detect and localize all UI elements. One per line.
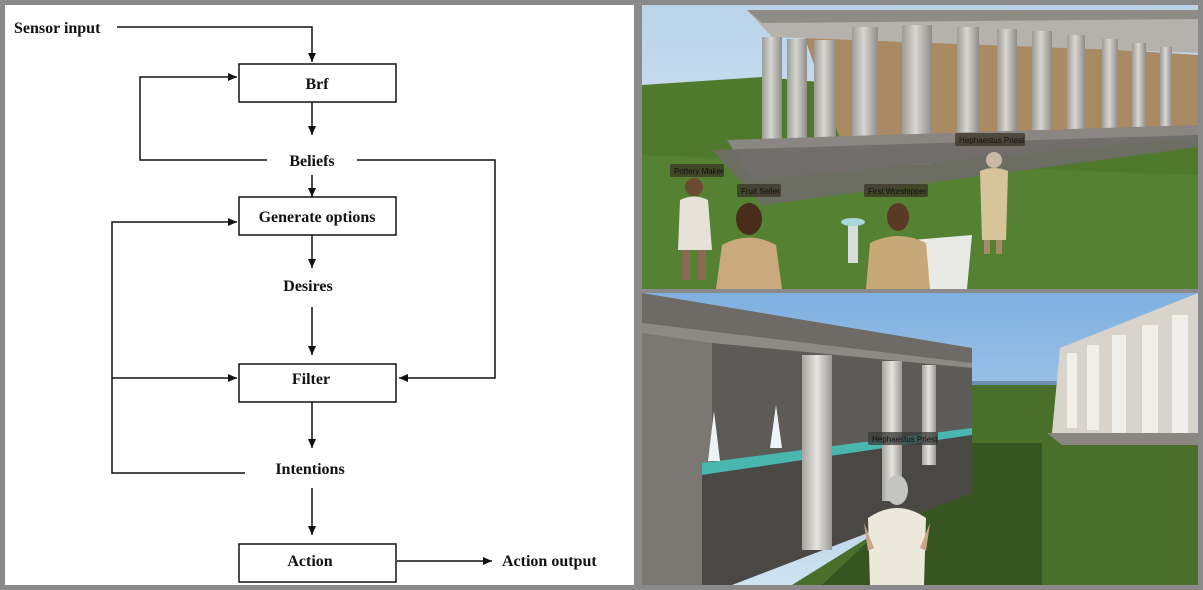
temple-scene-bottom: Hephaestus Priest (642, 293, 1198, 585)
intentions-label: Intentions (275, 461, 344, 478)
brf-box (238, 63, 397, 103)
first-worshipper-avatar (866, 203, 930, 289)
intentions-to-options-loop (111, 218, 245, 474)
hephaestus-priest-tag-bottom: Hephaestus Priest (872, 435, 938, 444)
scene-divider (642, 289, 1203, 293)
bdi-diagram: Sensor input Brf Beliefs Generate option… (5, 5, 634, 585)
sensor-input-label: Sensor input (14, 20, 101, 37)
beliefs-to-filter-loop (357, 159, 496, 382)
first-worshipper-tag: First Worshipper (868, 187, 927, 196)
sensor-input-arrow (117, 26, 316, 62)
generate-options-label: Generate options (259, 209, 376, 226)
pottery-maker-tag: Pottery Maker (674, 167, 724, 176)
fruit-seller-tag: Fruit Seller (741, 187, 780, 196)
pottery-maker-avatar (678, 178, 712, 280)
desires-label: Desires (283, 278, 332, 295)
filter-label: Filter (292, 371, 330, 388)
fruit-seller-avatar (716, 203, 782, 289)
temple-exterior-render: Pottery Maker Fruit Seller First Worship… (642, 5, 1198, 289)
beliefs-to-brf-loop (139, 73, 267, 161)
panel-divider (634, 0, 642, 590)
hephaestus-priest-avatar (980, 152, 1008, 254)
temple-interior-render: Hephaestus Priest (642, 293, 1198, 585)
generate-options-box (238, 196, 397, 236)
hephaestus-priest-avatar-bottom (864, 475, 930, 585)
brf-label: Brf (305, 76, 329, 93)
filter-box (238, 363, 397, 403)
action-box (238, 543, 397, 583)
action-label: Action (287, 553, 332, 570)
beliefs-label: Beliefs (289, 153, 334, 170)
action-output-label: Action output (502, 553, 597, 570)
hephaestus-priest-tag-top: Hephaestus Priest (959, 136, 1025, 145)
temple-scene-top: Pottery Maker Fruit Seller First Worship… (642, 5, 1198, 289)
